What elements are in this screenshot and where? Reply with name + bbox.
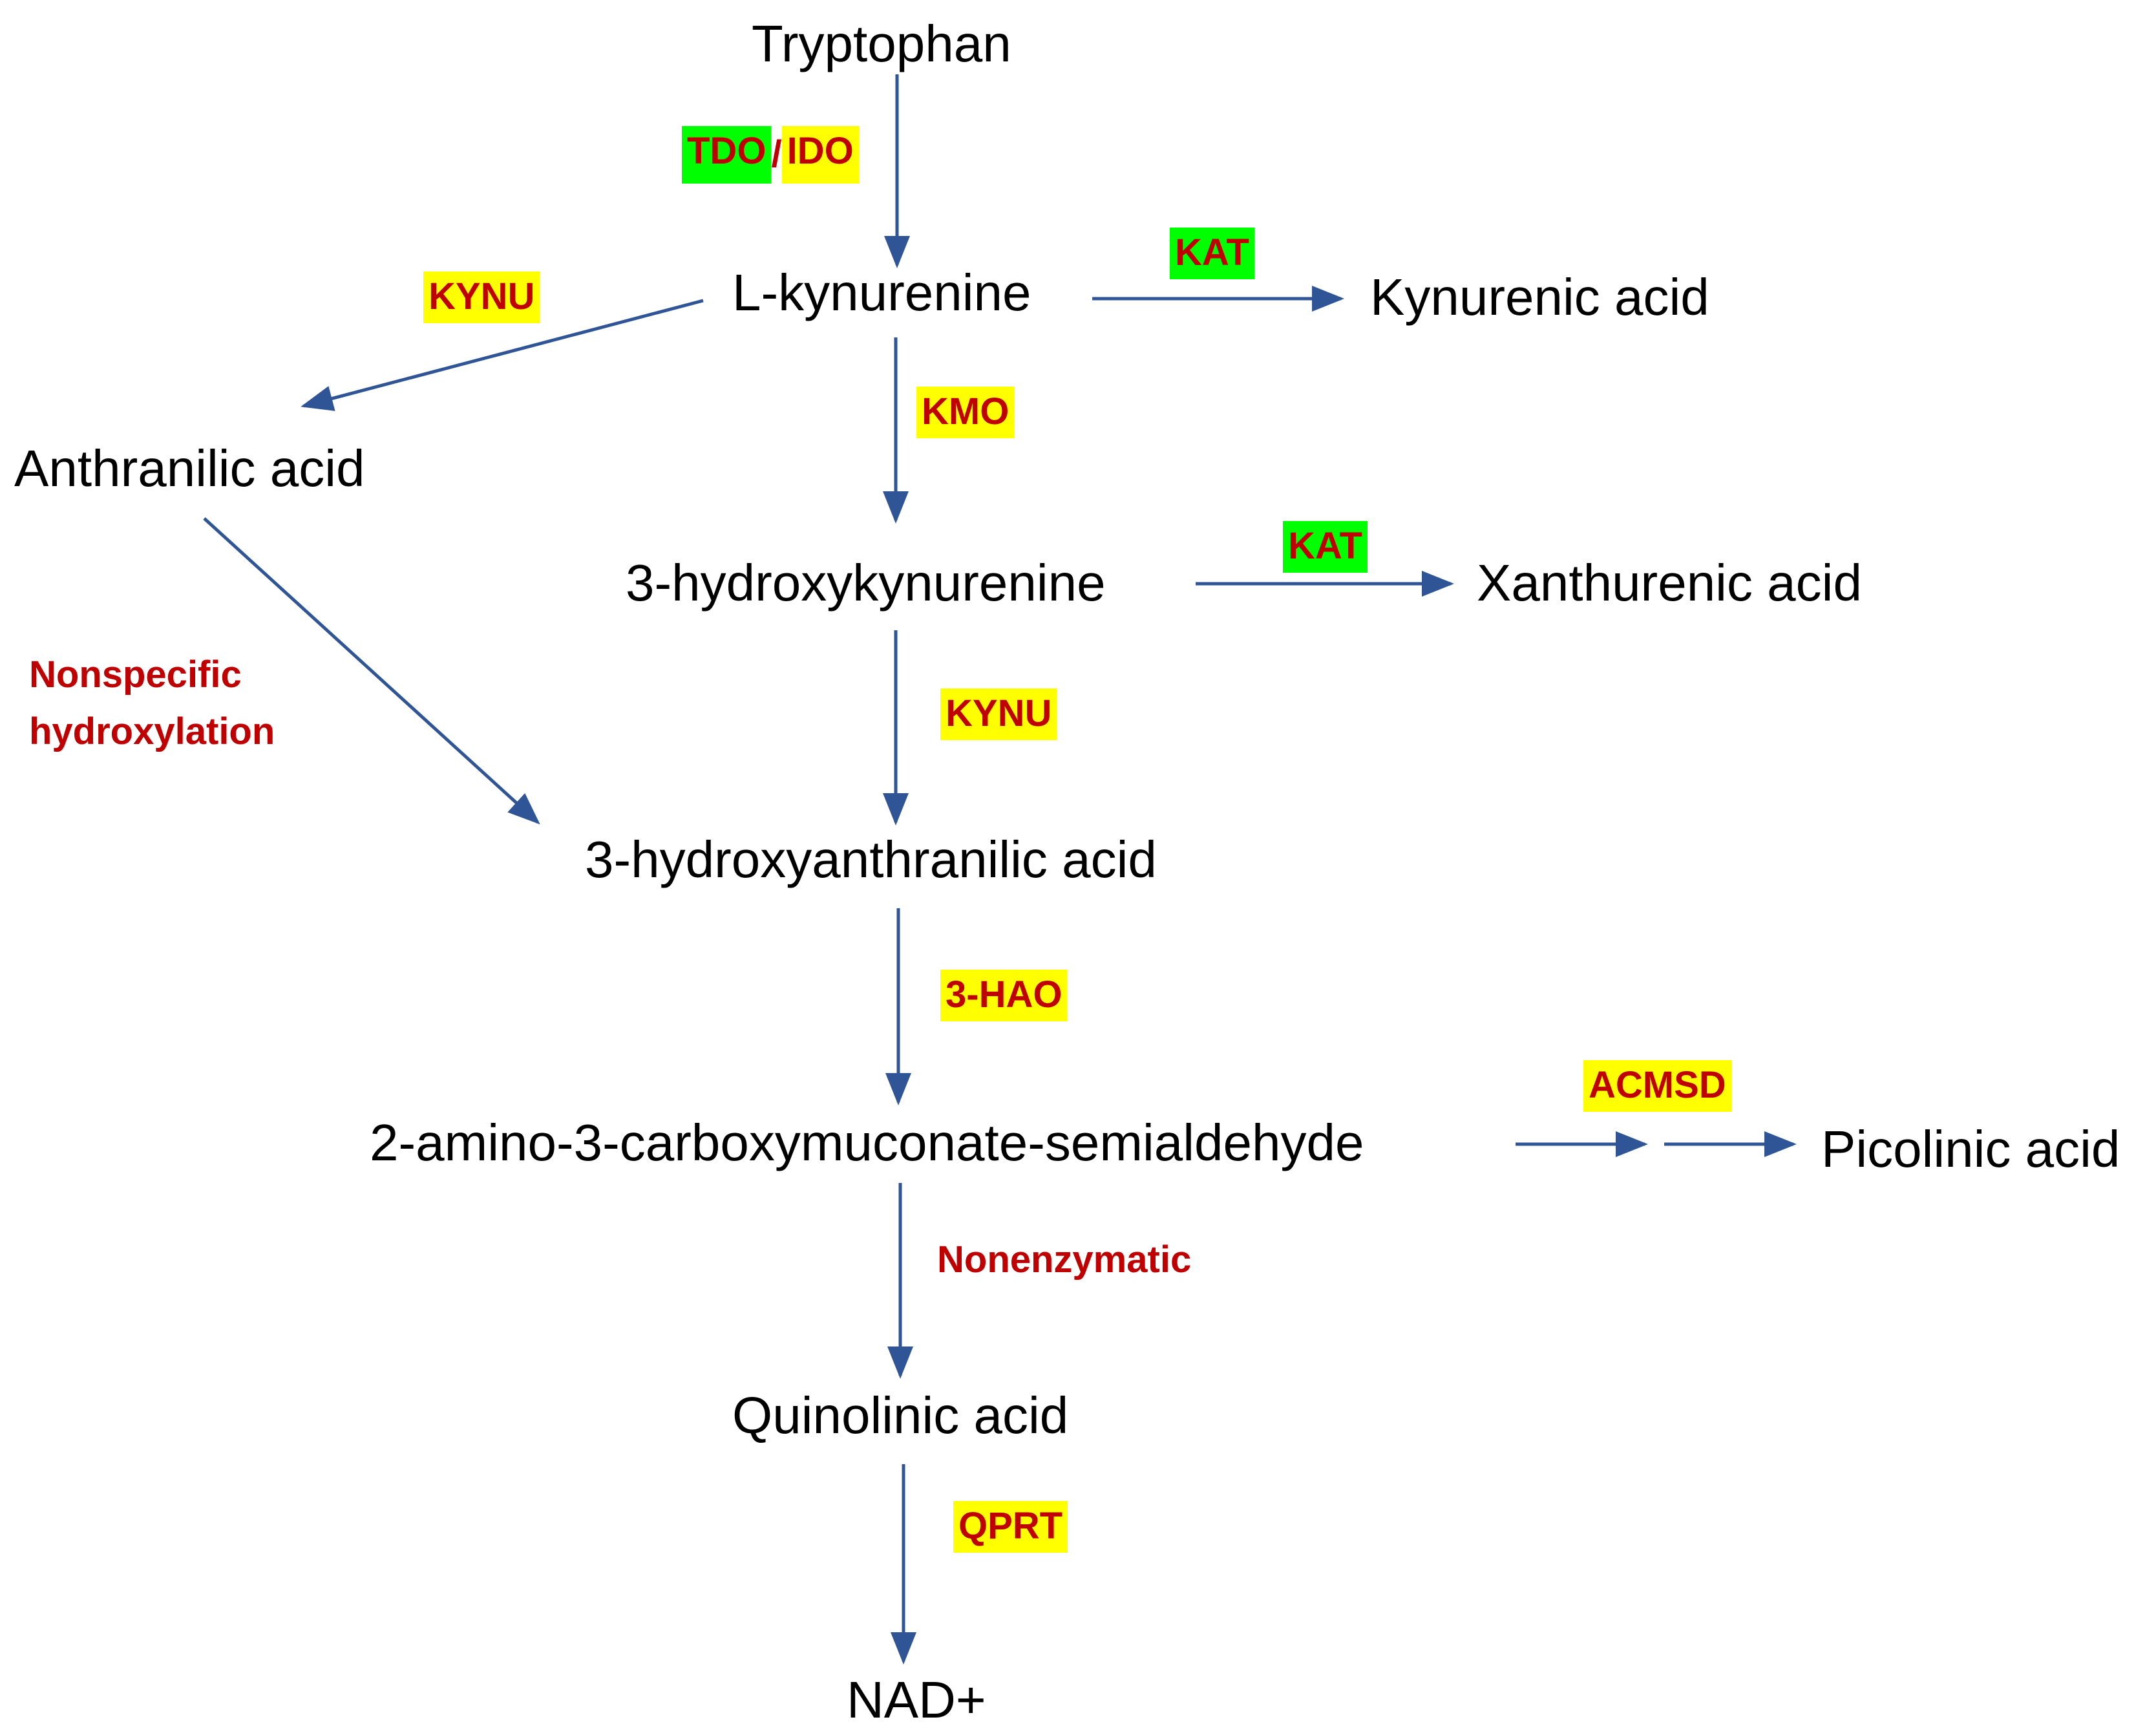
arrow-kynurenine-to-anthranilic-acid (301, 299, 704, 411)
metabolite-l-kynurenine: L-kynurenine (732, 264, 1031, 321)
metabolite-picolinic-acid: Picolinic acid (1821, 1120, 2120, 1178)
metabolite-tryptophan: Tryptophan (752, 15, 1011, 72)
metabolite-quinolinic-acid: Quinolinic acid (732, 1387, 1069, 1444)
metabolite-kynurenic-acid: Kynurenic acid (1370, 268, 1709, 326)
enzyme-kynu-anthranilic: KYNU (423, 271, 540, 323)
metabolite-anthranilic-acid: Anthranilic acid (14, 440, 365, 497)
enzyme-kat-xanthurenic: KAT (1283, 521, 1368, 573)
enzyme-nonenzymatic: Nonenzymatic (937, 1239, 1192, 1281)
enzyme-qprt: QPRT (953, 1501, 1068, 1553)
enzyme-kynu-hydroxyanthranilic: KYNU (940, 688, 1057, 740)
enzyme-tdo-ido-group: TDO / IDO (682, 126, 859, 184)
enzyme-nonspecific-hydroxylation-line1: Nonspecific (29, 654, 242, 696)
enzyme-separator: / (771, 133, 782, 175)
metabolite-acms: 2-amino-3-carboxymuconate-semialdehyde (370, 1114, 1364, 1171)
metabolite-3-hydroxykynurenine: 3-hydroxykynurenine (626, 554, 1106, 612)
enzyme-kat-kynurenine: KAT (1170, 228, 1254, 279)
metabolite-xanthurenic-acid: Xanthurenic acid (1477, 554, 1862, 612)
enzyme-tdo: TDO (682, 126, 772, 184)
enzyme-kmo: KMO (916, 387, 1015, 438)
enzyme-acmsd: ACMSD (1583, 1060, 1731, 1112)
metabolite-nad: NAD+ (847, 1671, 986, 1729)
metabolite-3-hydroxyanthranilic-acid: 3-hydroxyanthranilic acid (585, 831, 1157, 888)
enzyme-ido: IDO (781, 126, 859, 184)
enzyme-nonspecific-hydroxylation-line2: hydroxylation (29, 710, 275, 752)
enzyme-3-hao: 3-HAO (940, 970, 1068, 1021)
arrow-anthranilic-acid-to-hydroxyanthranilic-acid (203, 517, 540, 825)
